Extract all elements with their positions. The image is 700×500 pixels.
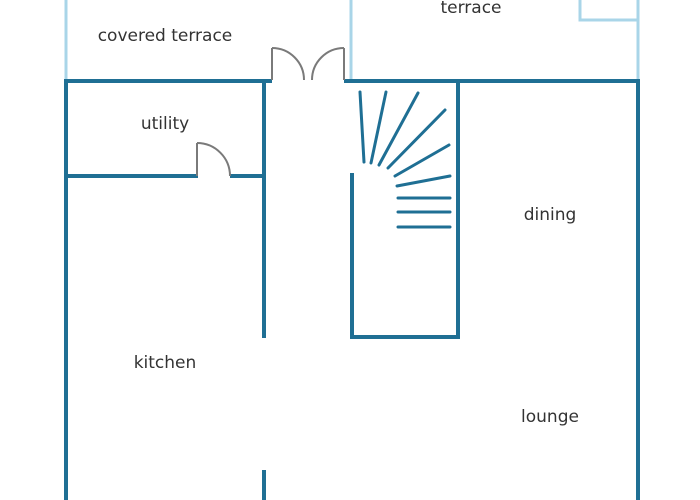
stair-tread xyxy=(358,90,366,164)
door-swing-right xyxy=(311,47,345,81)
main-walls xyxy=(64,79,640,500)
stair-tread xyxy=(395,174,452,188)
room-labels: covered terrace terrace utility dining k… xyxy=(98,0,579,427)
room-label-lounge: lounge xyxy=(521,407,579,427)
room-label-utility: utility xyxy=(141,114,189,134)
terrace-corner-feature xyxy=(578,0,638,22)
door-swing-left xyxy=(271,47,305,81)
stair-tread xyxy=(377,91,420,167)
utility-door-swing xyxy=(196,142,231,177)
stair-enclosure xyxy=(350,79,460,339)
room-label-dining: dining xyxy=(524,205,577,225)
stair-tread xyxy=(393,143,451,178)
utility-door xyxy=(196,142,231,177)
room-label-kitchen: kitchen xyxy=(134,353,197,373)
staircase xyxy=(358,90,452,229)
terrace-outlines xyxy=(64,0,640,80)
stair-tread xyxy=(369,90,388,165)
room-label-terrace: terrace xyxy=(440,0,501,18)
stair-tread xyxy=(386,108,447,170)
double-door xyxy=(271,47,345,81)
room-label-covered-terrace: covered terrace xyxy=(98,26,233,46)
